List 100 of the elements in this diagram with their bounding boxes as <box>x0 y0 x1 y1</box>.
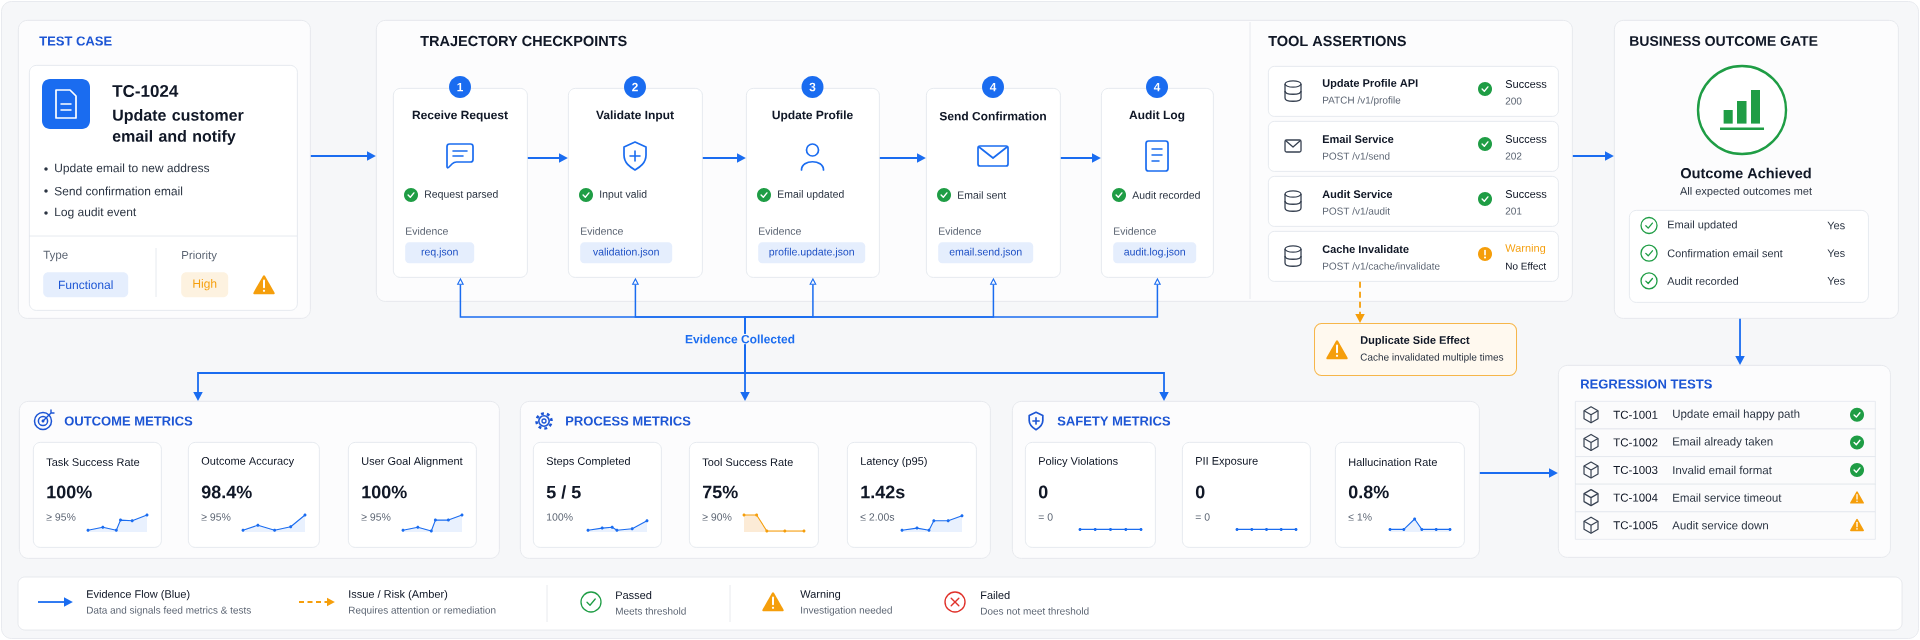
status-text: Request parsed <box>425 190 498 200</box>
metric-title: Hallucination Rate <box>1349 457 1437 467</box>
test-id: TC-1005 <box>1613 521 1658 530</box>
status-text: Input valid <box>600 190 647 200</box>
test-id: TC-1002 <box>1613 438 1658 447</box>
status-code: 201 <box>1505 207 1522 215</box>
metric-threshold: ≤ 2.00s <box>860 513 895 521</box>
metric-threshold: ≥ 95% <box>361 513 391 521</box>
tool-name: Cache Invalidate <box>1322 244 1409 254</box>
metric-threshold: ≥ 95% <box>46 513 76 521</box>
list-item: Update email to new address <box>55 163 210 175</box>
metric-title: Outcome Accuracy <box>201 457 295 467</box>
legend-note: Requires attention or remediation <box>349 606 496 616</box>
case-id: TC-1024 <box>112 85 179 98</box>
status-text: Email updated <box>778 190 844 200</box>
metric-value: 0.8% <box>1348 485 1389 499</box>
status-label: Success <box>1505 190 1547 198</box>
step-badge: 3 <box>801 76 824 98</box>
tag-chip: Functional <box>43 272 129 298</box>
test-id: TC-1003 <box>1613 465 1658 475</box>
case-title: Update customer email and notify <box>112 109 244 145</box>
status-code: 200 <box>1505 97 1522 105</box>
panel-heading: TOOL ASSERTIONS <box>1268 35 1406 47</box>
field-label: Evidence <box>406 227 448 235</box>
step-title: Receive Request <box>412 110 508 122</box>
test-description: Email already taken <box>1673 437 1773 448</box>
panel-heading: OUTCOME METRICS <box>64 416 193 426</box>
step-badge: 1 <box>449 76 471 98</box>
metric-title: Latency (p95) <box>861 456 927 468</box>
status-code: 202 <box>1505 152 1522 160</box>
gate-note: All expected outcomes met <box>1680 186 1812 198</box>
callout-text: Cache invalidated multiple times <box>1360 353 1504 363</box>
step-title: Audit Log <box>1129 110 1185 122</box>
panel-heading: BUSINESS OUTCOME GATE <box>1630 36 1818 46</box>
flow-label: Evidence Collected <box>685 334 795 344</box>
metric-title: Tool Success Rate <box>702 457 793 467</box>
check-value: Yes <box>1827 249 1845 258</box>
metric-value: 1.42s <box>861 485 905 499</box>
status-code: No Effect <box>1506 262 1547 270</box>
legend-note: Data and signals feed metrics & tests <box>87 606 251 616</box>
field-label: Evidence <box>759 227 801 235</box>
metric-value: 5 / 5 <box>546 485 581 499</box>
step-title: Send Confirmation <box>939 111 1046 121</box>
metric-threshold: ≥ 95% <box>201 513 231 521</box>
legend-label: Failed <box>981 590 1010 600</box>
test-description: Audit service down <box>1672 521 1768 530</box>
metric-value: 98.4% <box>201 485 252 499</box>
check-value: Yes <box>1827 277 1845 285</box>
check-value: Yes <box>1827 221 1845 230</box>
file-chip: req.json <box>405 242 475 264</box>
panel-heading: PROCESS METRICS <box>566 416 691 426</box>
status-text: Audit recorded <box>1132 191 1200 199</box>
status-label: Success <box>1505 135 1547 143</box>
status-label: Success <box>1505 80 1547 88</box>
test-id: TC-1001 <box>1613 410 1658 419</box>
metric-title: Policy Violations <box>1039 456 1118 468</box>
step-badge: 4 <box>1146 76 1168 98</box>
priority-chip: High <box>181 272 229 298</box>
test-id: TC-1004 <box>1613 493 1658 502</box>
check-item: Audit recorded <box>1667 276 1739 285</box>
metric-value: 0 <box>1038 485 1048 499</box>
file-chip: validation.json <box>580 242 673 264</box>
tool-name: Audit Service <box>1322 189 1393 199</box>
field-label: Priority <box>182 250 217 262</box>
test-description: Update email happy path <box>1673 409 1800 421</box>
callout-title: Duplicate Side Effect <box>1360 335 1470 347</box>
file-chip: profile.update.json <box>758 242 866 264</box>
tool-name: Email Service <box>1322 134 1394 144</box>
metric-value: 75% <box>703 485 738 499</box>
field-label: Evidence <box>581 227 623 235</box>
file-chip: email.send.json <box>938 242 1034 264</box>
step-title: Update Profile <box>772 110 853 122</box>
test-description: Email service timeout <box>1673 493 1782 502</box>
check-item: Confirmation email sent <box>1667 249 1783 258</box>
legend-note: Meets threshold <box>616 607 686 615</box>
gate-status: Outcome Achieved <box>1680 167 1811 179</box>
endpoint-path: POST /v1/send <box>1323 152 1390 160</box>
panel-heading: REGRESSION TESTS <box>1581 379 1712 389</box>
list-item: Send confirmation email <box>54 186 183 196</box>
metric-threshold: ≤ 1% <box>1348 513 1372 521</box>
tool-name: Update Profile API <box>1322 78 1418 90</box>
metric-value: 100% <box>362 485 407 499</box>
metric-title: PII Exposure <box>1196 457 1258 467</box>
endpoint-path: POST /v1/audit <box>1323 207 1390 215</box>
metric-value: 0 <box>1195 485 1205 499</box>
field-label: Evidence <box>939 227 981 235</box>
step-badge: 4 <box>982 76 1004 98</box>
legend-label: Issue / Risk (Amber) <box>349 589 448 601</box>
metric-threshold: 100% <box>547 513 573 521</box>
status-label: Warning <box>1505 243 1546 255</box>
panel-heading: TEST CASE <box>39 36 112 46</box>
panel-heading: TRAJECTORY CHECKPOINTS <box>420 35 627 47</box>
metric-threshold: = 0 <box>1195 513 1210 521</box>
panel-heading: SAFETY METRICS <box>1057 416 1171 426</box>
metric-title: User Goal Alignment <box>362 456 463 468</box>
metric-title: Steps Completed <box>546 456 630 468</box>
test-description: Invalid email format <box>1673 465 1772 475</box>
field-label: Type <box>43 250 68 262</box>
status-text: Email sent <box>958 191 1007 199</box>
metric-threshold: ≥ 90% <box>702 513 732 521</box>
